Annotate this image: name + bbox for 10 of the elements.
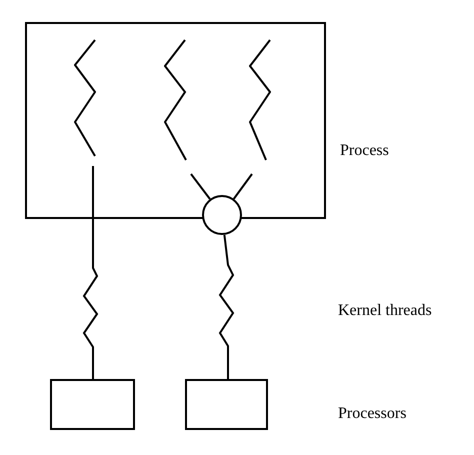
kernel-threads-label: Kernel threads [338, 302, 432, 320]
processors-label: Processors [338, 405, 406, 423]
processor-box [50, 379, 135, 430]
thread-line [218, 234, 234, 379]
user-thread-icon [74, 39, 96, 157]
processor-box [185, 379, 268, 430]
process-label: Process [340, 142, 389, 160]
lwp-circle [202, 195, 242, 235]
user-thread-icon [164, 39, 187, 161]
user-thread-icon [249, 39, 271, 161]
